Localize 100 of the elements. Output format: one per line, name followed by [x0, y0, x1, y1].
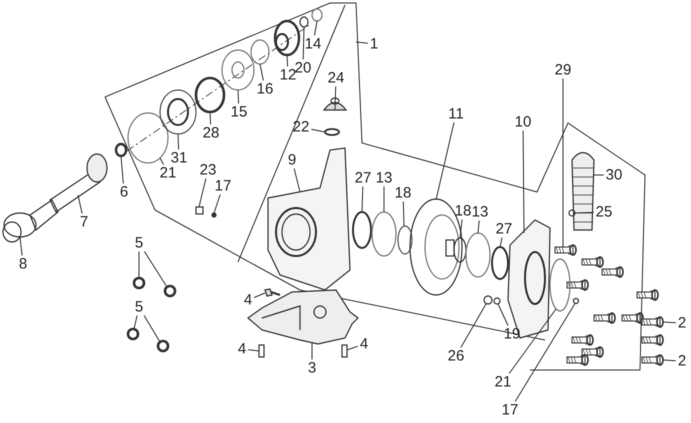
breather-cap — [323, 97, 347, 111]
ring — [397, 225, 413, 255]
callout-number: 5 — [134, 236, 144, 250]
bolt — [341, 344, 348, 358]
oil-seal — [491, 246, 509, 280]
pin — [572, 298, 580, 304]
bolt — [554, 244, 577, 256]
leader-line — [238, 90, 240, 104]
leader-line — [120, 156, 124, 184]
nut — [132, 276, 146, 290]
callout-number: 18 — [454, 204, 472, 218]
callout-number: 24 — [326, 70, 346, 86]
leader-line — [20, 236, 23, 256]
nut — [126, 328, 140, 340]
ring — [250, 39, 270, 65]
ring — [453, 237, 467, 263]
leader-line — [134, 315, 138, 330]
bearing — [371, 211, 397, 257]
leader-line — [334, 86, 336, 110]
leader-line — [248, 349, 260, 352]
callout-number: 1 — [368, 36, 380, 52]
bolt — [642, 316, 664, 328]
callout-number: 28 — [202, 126, 220, 140]
callout-number: 4 — [358, 336, 370, 352]
washer — [324, 128, 340, 136]
leader-line — [138, 251, 140, 278]
callout-number: 6 — [118, 184, 130, 200]
leader-line — [254, 292, 266, 298]
leader-line — [210, 112, 212, 125]
callout-number: 25 — [594, 204, 614, 220]
leader-line — [144, 251, 168, 288]
callout-number: 13 — [374, 170, 394, 186]
leader-line — [346, 346, 358, 350]
bearing — [274, 20, 300, 56]
callout-number: 2 — [676, 316, 688, 330]
bearing — [160, 90, 196, 134]
leader-line — [310, 128, 326, 132]
leader-line — [592, 174, 604, 176]
callout-number: 31 — [170, 150, 188, 166]
callout-number: 27 — [354, 170, 372, 186]
callout-number: 29 — [554, 62, 572, 78]
callout-number: 4 — [242, 292, 254, 308]
callout-number: 11 — [447, 106, 465, 122]
callout-number: 30 — [604, 168, 624, 182]
leader-line — [522, 130, 524, 234]
callout-number: 9 — [286, 152, 298, 168]
rubber-boot — [571, 152, 595, 231]
callout-number: 17 — [500, 402, 520, 418]
callout-number: 26 — [446, 348, 466, 364]
drive-shaft — [49, 153, 108, 213]
callout-number: 16 — [256, 82, 274, 96]
bolt — [264, 288, 280, 297]
callout-number: 3 — [306, 360, 318, 376]
gasket — [549, 258, 571, 312]
leader-line — [574, 212, 594, 214]
leader-line — [178, 134, 180, 150]
leader-line — [294, 168, 300, 192]
leader-line — [286, 54, 288, 67]
callout-number: 23 — [198, 162, 218, 178]
leader-line — [260, 64, 264, 81]
callout-number: 13 — [470, 204, 490, 220]
universal-joint-yoke — [2, 199, 59, 243]
callout-number: 8 — [18, 256, 28, 272]
leader-line — [302, 26, 304, 60]
nut — [164, 284, 176, 298]
leader-line — [508, 308, 556, 374]
leader-line — [356, 42, 368, 44]
nut — [156, 340, 170, 352]
leader-line — [362, 186, 364, 212]
callout-number: 18 — [394, 186, 412, 200]
leader-line — [144, 315, 160, 342]
callout-number: 17 — [214, 178, 232, 194]
bolt — [195, 206, 204, 215]
callout-number: 15 — [230, 104, 248, 120]
callout-number: 22 — [292, 120, 310, 134]
leader-line — [662, 322, 676, 324]
leader-line — [78, 194, 83, 214]
washer — [221, 49, 255, 91]
leader-line — [500, 237, 503, 248]
pin — [568, 209, 576, 217]
drain-plug — [483, 295, 493, 305]
callout-number: 2 — [676, 354, 688, 368]
nut — [114, 142, 128, 158]
leader-line — [498, 304, 508, 326]
washer — [493, 297, 501, 305]
callout-number: 7 — [78, 214, 90, 230]
bolt — [258, 344, 265, 358]
pin — [211, 212, 217, 218]
callout-number: 4 — [236, 342, 248, 356]
leader-line — [314, 20, 318, 36]
leader-line — [562, 78, 564, 248]
leader-line — [214, 194, 221, 214]
leader-line — [514, 303, 576, 402]
callout-number: 21 — [158, 166, 178, 180]
bolt — [642, 354, 664, 366]
callout-number: 10 — [514, 114, 532, 130]
leader-line — [460, 304, 486, 348]
leader-line — [436, 122, 454, 200]
gearbox-housing — [267, 147, 351, 291]
callout-number: 27 — [494, 222, 514, 236]
